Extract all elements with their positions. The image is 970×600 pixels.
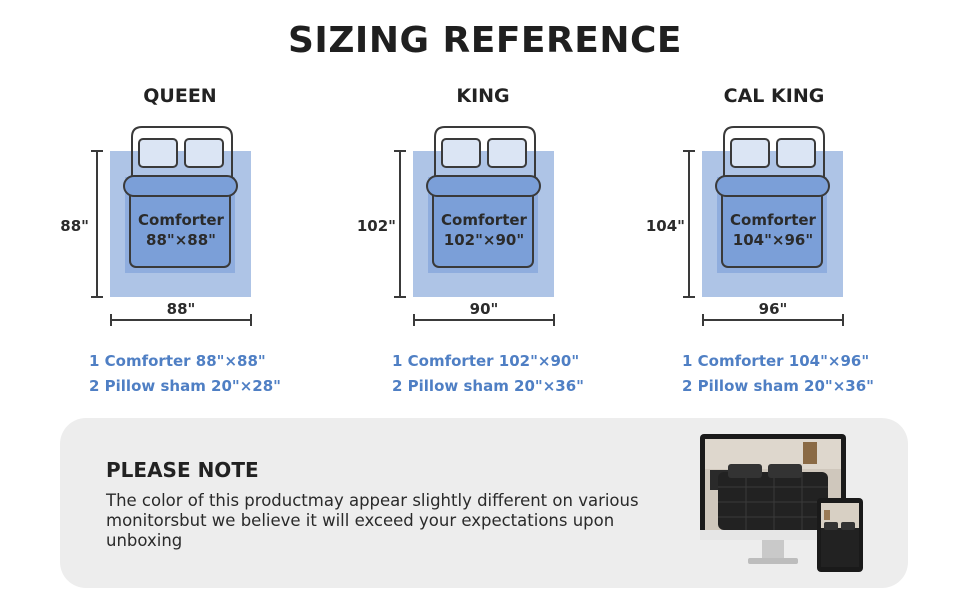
monitor-and-tablet-icon [700, 434, 863, 572]
note-text: The color of this productmay appear slig… [106, 491, 639, 550]
size-column-cal-king: CAL KING Comforter 104"×96" 104" 96" 1 C… [626, 85, 926, 405]
page-title: SIZING REFERENCE [288, 20, 682, 61]
size-name: QUEEN [143, 85, 217, 107]
pillow-left [441, 138, 481, 168]
pillow-right [487, 138, 527, 168]
detail-comforter: 1 Comforter 88"×88" [89, 352, 266, 370]
width-label: 88" [167, 300, 196, 318]
height-label: 104" [646, 217, 685, 235]
size-name: CAL KING [723, 85, 825, 107]
comforter-size: 104"×96" [733, 231, 813, 249]
headboard [434, 126, 536, 187]
detail-pillow: 2 Pillow sham 20"×36" [392, 377, 584, 395]
pillow-left [730, 138, 770, 168]
bed-diagram-cal-king: Comforter 104"×96" 104" 96" [646, 126, 844, 326]
comforter-size: 88"×88" [146, 231, 216, 249]
height-label: 88" [60, 217, 89, 235]
height-label: 102" [357, 217, 396, 235]
size-name: KING [456, 85, 510, 107]
comforter-label: Comforter [138, 211, 225, 229]
size-column-queen: QUEEN Comforter 88"×88" 88" 88" 1 Comfor… [34, 85, 334, 405]
headboard [723, 126, 825, 187]
bed-diagram-queen: Comforter 88"×88" 88" 88" [60, 126, 252, 326]
pillow-right [776, 138, 816, 168]
width-label: 90" [470, 300, 499, 318]
pillow-left [138, 138, 178, 168]
comforter-fold [123, 175, 238, 197]
comforter-fold [426, 175, 541, 197]
size-column-king: KING Comforter 102"×90" 102" 90" 1 Comfo… [337, 85, 637, 405]
detail-comforter: 1 Comforter 104"×96" [682, 352, 870, 370]
comforter-label: Comforter [441, 211, 528, 229]
headboard [131, 126, 233, 187]
bed-diagram-king: Comforter 102"×90" 102" 90" [357, 126, 555, 326]
comforter-size: 102"×90" [444, 231, 524, 249]
detail-pillow: 2 Pillow sham 20"×36" [682, 377, 874, 395]
monitor-stand [762, 540, 784, 560]
comforter-label: Comforter [730, 211, 817, 229]
width-label: 96" [759, 300, 788, 318]
detail-comforter: 1 Comforter 102"×90" [392, 352, 580, 370]
note-title: PLEASE NOTE [106, 458, 259, 482]
monitor-base [748, 558, 798, 564]
comforter-fold [715, 175, 830, 197]
detail-pillow: 2 Pillow sham 20"×28" [89, 377, 281, 395]
pillow-right [184, 138, 224, 168]
